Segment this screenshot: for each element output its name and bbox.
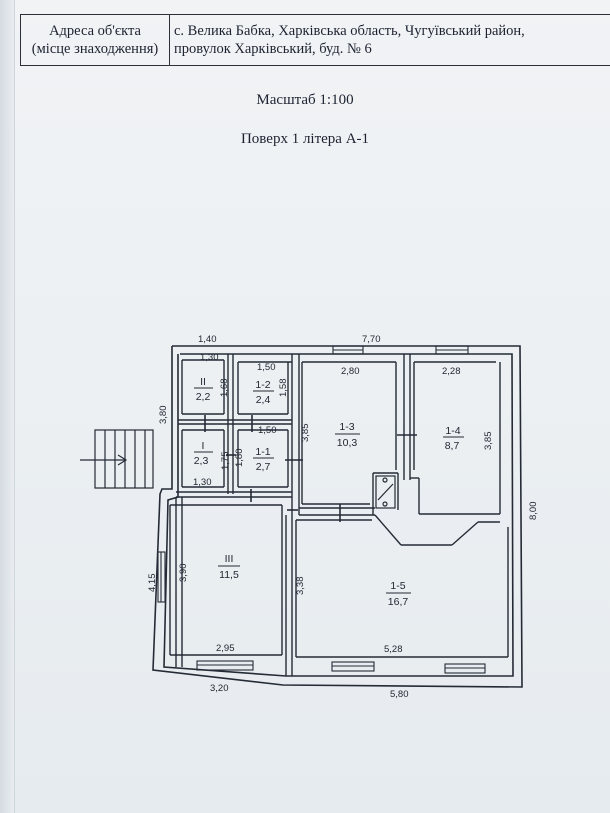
room-number: 1-5 [390, 580, 405, 592]
interior-walls [169, 354, 509, 676]
windows [157, 345, 486, 674]
doors [204, 415, 417, 522]
dim-bottom-right: 5,80 [390, 689, 409, 700]
room-area: 2,3 [194, 455, 209, 467]
dim-room15-bottom: 5,28 [384, 644, 403, 655]
dim-room1-height: 1,75 [220, 452, 231, 471]
floor-title: Поверх 1 літера А-1 [240, 131, 370, 147]
dim-right: 8,00 [528, 502, 539, 521]
dim-left-upper: 3,80 [158, 406, 169, 425]
dim-room3-height: 3,90 [178, 564, 189, 583]
dim-room12-top: 1,50 [257, 362, 276, 373]
room-number: II [200, 376, 206, 388]
dim-room1-bottom: 1,30 [193, 477, 212, 488]
dim-room11-top: 1,50 [258, 425, 277, 436]
dim-room3-bottom: 2,95 [216, 643, 235, 654]
dim-room13-height: 3,85 [300, 424, 311, 443]
dim-room15-height: 3,38 [295, 577, 306, 596]
room-number: 1-3 [339, 421, 354, 433]
room-number: 1-1 [255, 446, 270, 458]
dim-bottom-left: 3,20 [210, 683, 229, 694]
room-area: 2,2 [196, 391, 211, 403]
room-area: 2,4 [256, 394, 271, 406]
room-area: 11,5 [219, 569, 239, 581]
address-table: Адреса об'єкта (місце знаходження) с. Ве… [20, 14, 610, 66]
dim-top-left: 1,40 [198, 334, 217, 345]
room-area: 8,7 [445, 440, 460, 452]
dim-room12-height: 1,58 [278, 379, 289, 398]
address-label-line2: (місце знаходження) [31, 41, 159, 57]
address-value-cell: с. Велика Бабка, Харківська область, Чуг… [169, 14, 610, 66]
address-label-cell: Адреса об'єкта (місце знаходження) [20, 14, 170, 66]
page-binding-edge [0, 0, 15, 813]
room-area: 10,3 [337, 437, 358, 449]
address-line2: провулок Харківський, буд. № 6 [174, 41, 372, 57]
stove-symbol [375, 475, 396, 509]
dim-room2-top: 1,30 [200, 352, 219, 363]
room-area: 16,7 [388, 596, 409, 608]
exterior-wall-outer [152, 345, 523, 688]
room-area: 2,7 [256, 461, 271, 473]
entrance-stairs [80, 429, 154, 489]
room-labels: II 2,2 1-2 2,4 I 2,3 1-1 2,7 1-3 10,3 1-… [194, 376, 464, 608]
address-line1: с. Велика Бабка, Харківська область, Чуг… [174, 23, 525, 39]
dim-left-lower: 4,15 [147, 574, 158, 593]
room-number: 1-2 [255, 379, 270, 391]
dim-room2-height: 1,68 [219, 379, 230, 398]
room-number: 1-4 [445, 425, 460, 437]
dim-room14-height: 3,85 [483, 432, 494, 451]
room-number: III [225, 553, 234, 565]
dimension-labels: 1,40 7,70 1,30 1,50 2,80 2,28 1,50 1,30 … [147, 334, 539, 700]
scale-label: Масштаб 1:100 [256, 92, 354, 108]
dim-top-main: 7,70 [362, 334, 381, 345]
dim-room11-height: 1,80 [234, 449, 245, 468]
address-label-line1: Адреса об'єкта [49, 23, 141, 39]
dim-room13-top: 2,80 [341, 366, 360, 377]
dim-room14-top: 2,28 [442, 366, 461, 377]
room-number: I [202, 440, 205, 452]
